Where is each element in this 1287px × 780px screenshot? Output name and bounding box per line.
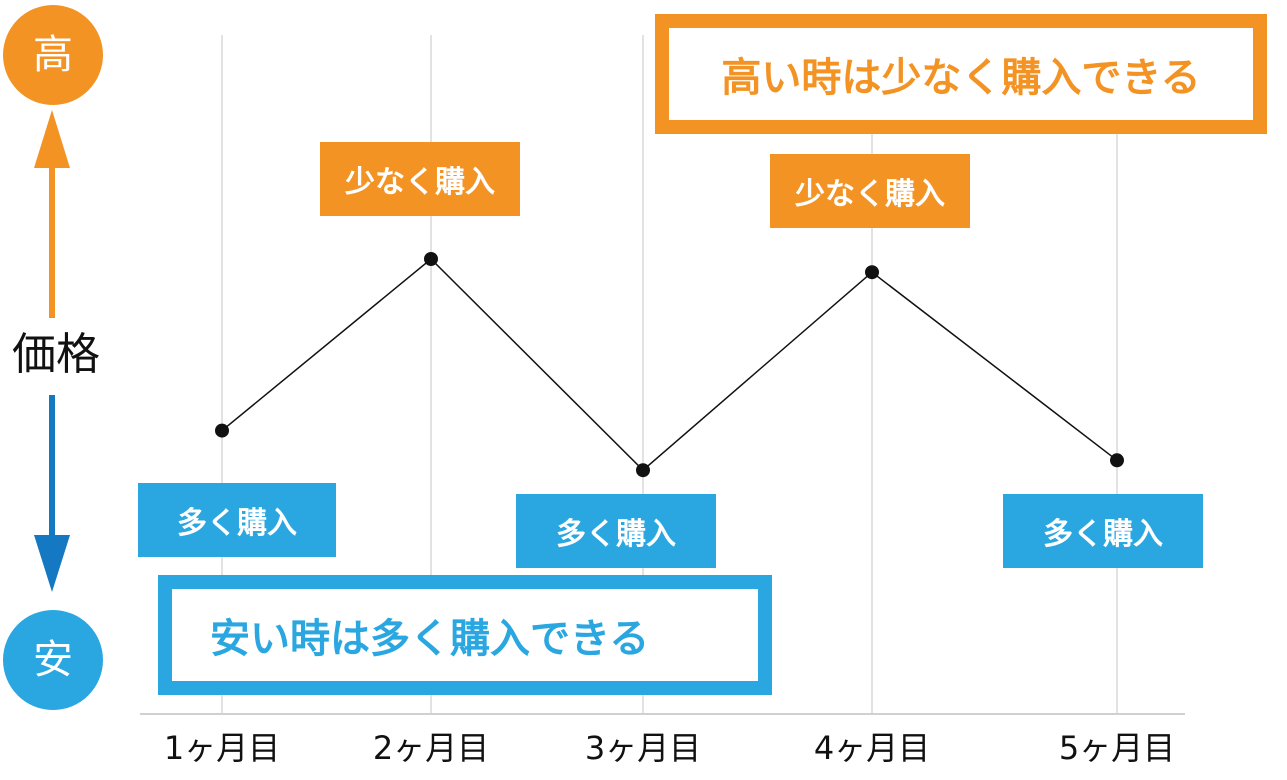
low-price-callout: 安い時は多く購入できる	[158, 575, 772, 695]
price-up-arrow-head	[34, 110, 70, 168]
buy-more-tag-month1: 多く購入	[138, 483, 336, 557]
price-line	[221, 257, 1118, 472]
high-price-callout: 高い時は少なく購入できる	[655, 14, 1267, 134]
data-point-1	[215, 423, 229, 438]
buy-more-tag-month3: 多く購入	[516, 494, 716, 568]
data-point-2	[424, 252, 438, 266]
y-axis-label: 価格	[12, 329, 100, 380]
data-point-3	[636, 463, 650, 478]
data-point-5	[1110, 453, 1124, 468]
data-point-4	[865, 265, 879, 280]
x-tick-label-3: 3ヶ月目	[584, 729, 702, 767]
price-down-arrow-head	[34, 535, 70, 592]
buy-less-tag-month2: 少なく購入	[320, 142, 520, 216]
x-tick-label-1: 1ヶ月目	[163, 729, 281, 767]
x-tick-label-5: 5ヶ月目	[1058, 729, 1176, 767]
high-price-marker: 高	[3, 5, 103, 105]
buy-less-tag-month4: 少なく購入	[770, 154, 970, 228]
x-tick-label-2: 2ヶ月目	[372, 729, 490, 767]
buy-more-tag-month5: 多く購入	[1003, 494, 1203, 568]
x-tick-label-4: 4ヶ月目	[813, 729, 931, 767]
low-price-marker: 安	[3, 610, 103, 710]
